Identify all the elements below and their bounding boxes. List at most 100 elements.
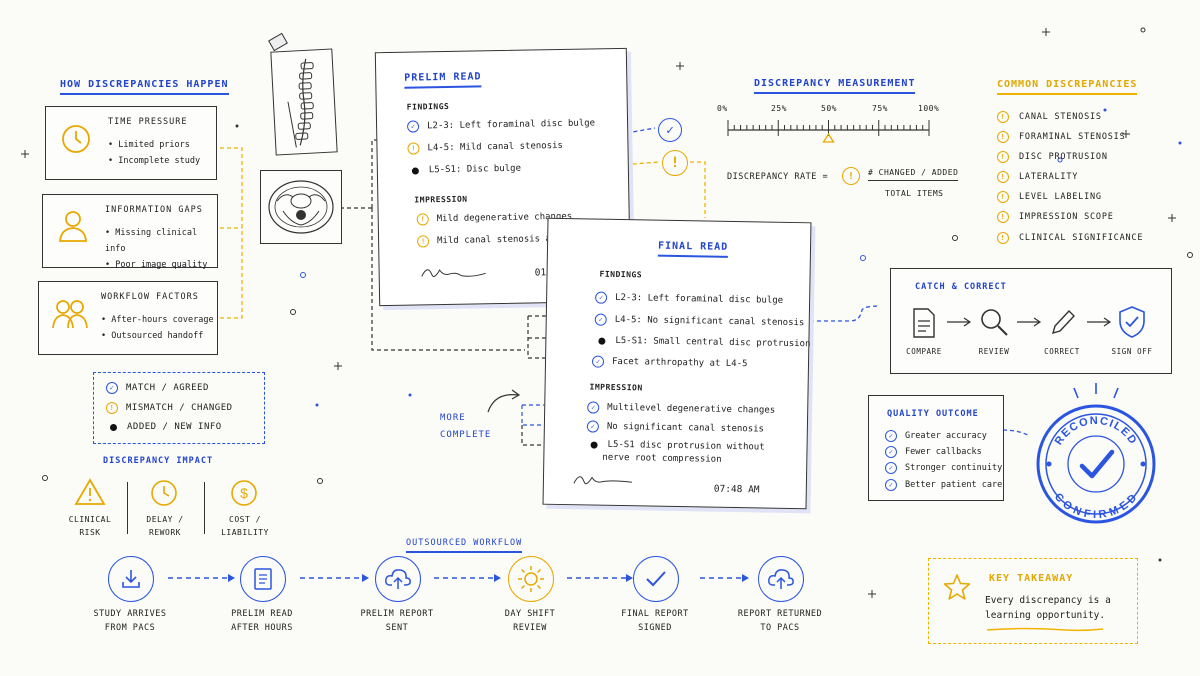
quality-heading: QUALITY OUTCOME — [887, 409, 979, 419]
workflow-step — [633, 556, 679, 602]
people-icon — [52, 300, 88, 329]
finding-row: ✓L2-3: Left foraminal disc bulge — [407, 117, 595, 133]
cause-item: Missing clinical info — [105, 225, 217, 257]
catch-correct-panel: CATCH & CORRECT COMPARE REVIEW CORRECT S… — [890, 268, 1172, 374]
catch-step-label: REVIEW — [978, 347, 1010, 356]
common-item: ! IMPRESSION SCOPE — [997, 211, 1114, 223]
rate-denominator: TOTAL ITEMS — [885, 189, 944, 198]
common-item-label: CANAL STENOSIS — [1019, 112, 1102, 122]
common-heading: COMMON DISCREPANCIES — [997, 79, 1138, 95]
discrepancy-scale: 0% 25% 50% 75% 100% — [712, 104, 952, 144]
common-item-label: DISC PROTRUSION — [1019, 152, 1108, 162]
finding-text: L2-3: Left foraminal disc bulge — [615, 292, 784, 306]
check-icon — [646, 571, 666, 587]
catch-step-label: COMPARE — [906, 347, 942, 356]
finding-text: Facet arthropathy at L4-5 — [611, 356, 748, 370]
cause-card-information-gaps: INFORMATION GAPS Missing clinical info P… — [42, 194, 218, 270]
check-circle-icon: ✓ — [587, 401, 600, 414]
warning-circle-icon: ! — [417, 235, 430, 248]
check-circle-icon: ✓ — [885, 462, 897, 474]
person-icon — [59, 211, 87, 242]
common-item: !FORAMINAL STENOSIS — [997, 131, 1126, 143]
star-icon — [943, 574, 971, 600]
download-icon — [122, 570, 140, 588]
finding-row: ✓ L2-3: Left foraminal disc bulge — [595, 291, 784, 307]
causes-heading: HOW DISCREPANCIES HAPPEN — [60, 79, 229, 95]
cause-card-time-pressure: TIME PRESSURE Limited priors Incomplete … — [45, 106, 217, 180]
scale-tick-label: 100% — [918, 104, 940, 113]
cause-item: Outsourced handoff — [101, 328, 214, 344]
legend: ✓MATCH / AGREED !MISMATCH / CHANGED ADDE… — [93, 372, 265, 444]
rate-label: DISCREPANCY RATE = — [727, 172, 829, 182]
scale-tick-label: 0% — [717, 104, 728, 113]
workflow-step — [508, 556, 554, 602]
cause-title: WORKFLOW FACTORS — [101, 292, 199, 302]
spine-xray-thumbnail — [270, 48, 338, 156]
cause-items: Limited priors Incomplete study — [108, 137, 200, 169]
reconciled-stamp: RECONCILED CONFIRMED — [1036, 383, 1156, 524]
warning-circle-icon: ! — [997, 151, 1009, 163]
arrow-icon — [947, 317, 972, 327]
check-circle-icon: ✓ — [595, 291, 608, 304]
prelim-title: PRELIM READ — [404, 71, 482, 89]
quality-item-label: Greater accuracy — [905, 431, 987, 441]
warning-circle-icon: ! — [416, 213, 429, 226]
finding-row: ✓Facet arthropathy at L4-5 — [591, 355, 748, 371]
common-item-label: LATERALITY — [1019, 172, 1079, 182]
impact-label: COST / LIABILITY — [221, 515, 269, 537]
more-complete-label: MORE COMPLETE — [440, 413, 492, 440]
warning-circle-icon: ! — [997, 232, 1009, 244]
measurement-heading: DISCREPANCY MEASUREMENT — [754, 78, 916, 94]
warning-circle-icon: ! — [997, 171, 1009, 183]
dot-icon — [110, 423, 117, 431]
workflow-step-label: DAY SHIFT REVIEW — [504, 609, 556, 633]
cause-title: INFORMATION GAPS — [105, 205, 203, 215]
check-circle-icon: ✓ — [885, 479, 897, 491]
workflow-heading: OUTSOURCED WORKFLOW — [406, 538, 523, 553]
finding-text: L4-5: Mild canal stenosis — [427, 140, 564, 154]
key-takeaway-card: KEY TAKEAWAY Every discrepancy is a lear… — [928, 558, 1138, 644]
stamp-top-text: RECONCILED — [1053, 415, 1138, 447]
catch-step-label: CORRECT — [1044, 347, 1080, 356]
magnifier-icon — [981, 309, 1008, 336]
common-item: ! DISC PROTRUSION — [997, 151, 1108, 163]
pencil-icon — [1051, 309, 1075, 335]
finding-row: ! L4-5: Mild canal stenosis — [407, 140, 563, 155]
cause-item: After-hours coverage — [101, 312, 213, 328]
warning-circle-icon: ! — [407, 142, 420, 155]
workflow-step — [240, 556, 286, 602]
legend-label: ADDED / NEW INFO — [127, 422, 222, 432]
workflow-step-label: PRELIM REPORT SENT — [360, 609, 434, 633]
finding-text: L5-S1: Small central disc protrusion — [615, 335, 811, 350]
arrow-icon — [1087, 317, 1112, 327]
workflow-step-label: PRELIM READ AFTER HOURS — [231, 609, 293, 633]
finding-text: L5-S1: Disc bulge — [428, 163, 522, 176]
spine-icon — [287, 58, 314, 148]
cause-items: After-hours coverage Outsourced handoff — [101, 312, 214, 344]
cause-title: TIME PRESSURE — [108, 117, 188, 127]
arrow-icon — [1017, 317, 1042, 327]
quality-item: ✓Fewer callbacks — [885, 446, 982, 458]
axial-scan-icon — [268, 180, 334, 234]
sun-icon — [518, 566, 544, 592]
report-icon — [254, 568, 272, 590]
common-item: !CLINICAL SIGNIFICANCE — [997, 232, 1143, 244]
check-circle-icon: ✓ — [594, 313, 607, 326]
warning-circle-icon: ! — [997, 111, 1009, 123]
axial-mri-thumbnail — [260, 170, 342, 244]
common-item: ! CANAL STENOSIS — [997, 111, 1102, 123]
warning-circle-icon: ! — [997, 211, 1009, 223]
workflow-step — [375, 556, 421, 602]
rate-numerator: # CHANGED / ADDED — [868, 168, 959, 181]
common-item-label: IMPRESSION SCOPE — [1019, 212, 1114, 222]
final-title: FINAL READ — [657, 240, 729, 258]
scale-ruler — [727, 120, 930, 143]
warning-circle-icon: ! — [997, 191, 1009, 203]
legend-item: ✓MATCH / AGREED — [106, 382, 209, 394]
quality-item: ✓Greater accuracy — [885, 430, 987, 442]
cause-items: Missing clinical info Poor image quality — [105, 225, 217, 273]
finding-row: L5-S1: Disc bulge — [410, 164, 521, 176]
impact-heading: DISCREPANCY IMPACT — [103, 456, 214, 466]
impression-text: nerve root compression — [602, 452, 722, 465]
impression-label: IMPRESSION — [414, 194, 468, 205]
